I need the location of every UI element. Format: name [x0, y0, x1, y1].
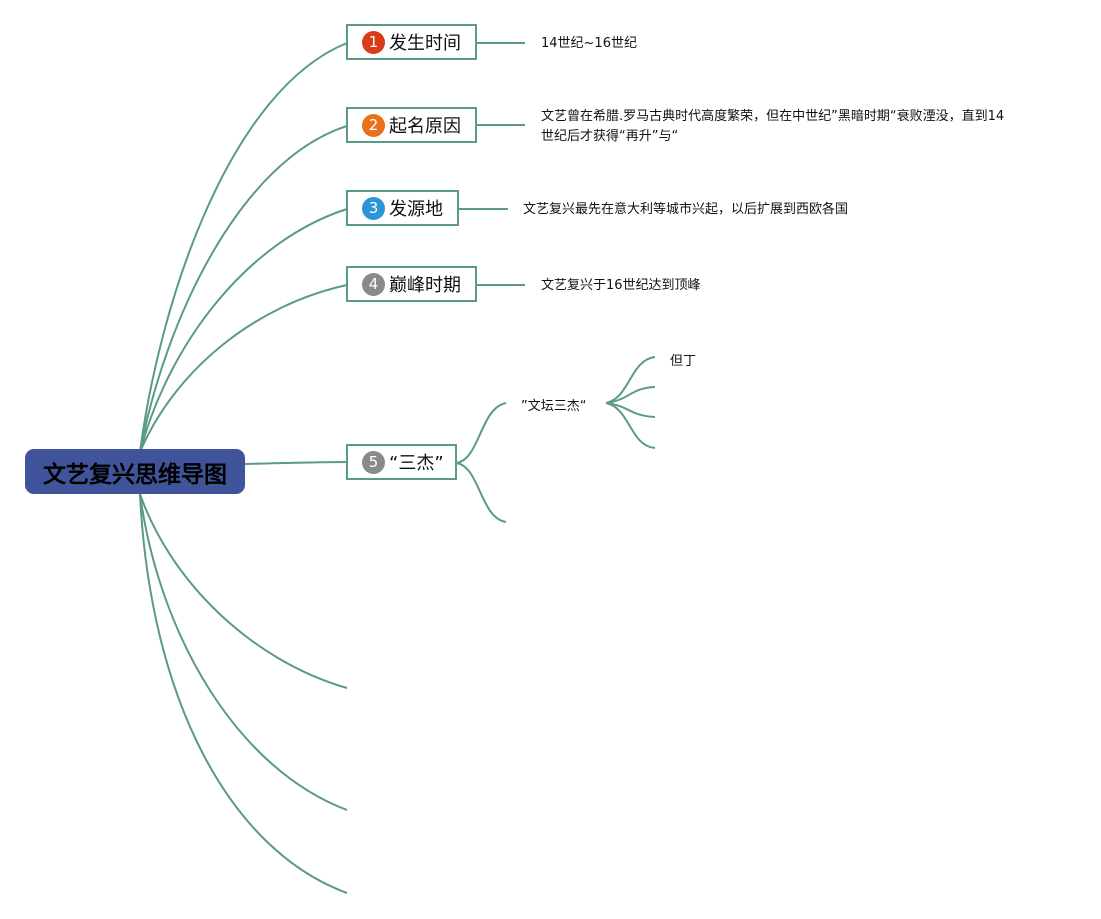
- detail-branch-1: 14世纪~16世纪: [541, 36, 637, 51]
- connector-leaf-4: [605, 402, 656, 449]
- connector-sub-1: [455, 402, 507, 464]
- leaf-item-1[interactable]: 但丁: [670, 354, 697, 369]
- branch-label-4: 巅峰时期: [389, 275, 461, 296]
- connector-branch-5: [244, 461, 348, 465]
- connector-branch-7: [139, 493, 348, 811]
- connector-branch-8: [139, 493, 348, 894]
- connector-sub-2: [455, 462, 507, 523]
- number-2-icon: 2: [362, 113, 385, 137]
- detail-branch-3: 文艺复兴最先在意大利等城市兴起，以后扩展到西欧各国: [523, 202, 849, 217]
- number-1-icon: 1: [362, 30, 385, 54]
- number-5-icon: 5: [362, 450, 385, 474]
- branch-topic-5[interactable]: 5 “三杰”: [346, 444, 457, 480]
- detail-branch-2-line-2: 世纪后才获得“再升”与“: [541, 129, 679, 144]
- number-4-icon: 4: [362, 272, 385, 296]
- connector-branch-1: [139, 42, 348, 453]
- connector-branch-2: [139, 125, 348, 453]
- number-3-icon: 3: [362, 196, 385, 220]
- detail-branch-2: 文艺曾在希腊.罗马古典时代高度繁荣，但在中世纪”黑暗时期“衰败湮没，直到14 世…: [541, 107, 1041, 147]
- connector-branch-4: [139, 284, 348, 453]
- branch-topic-1[interactable]: 1 发生时间: [346, 24, 477, 60]
- connector-leaf-1: [605, 356, 656, 404]
- branch-topic-4[interactable]: 4 巅峰时期: [346, 266, 477, 302]
- detail-branch-4: 文艺复兴于16世纪达到顶峰: [541, 278, 701, 293]
- central-topic-label: 文艺复兴思维导图: [43, 461, 227, 488]
- branch-label-1: 发生时间: [389, 33, 461, 54]
- branch-label-3: 发源地: [389, 199, 443, 220]
- sub-topic-label[interactable]: ”文坛三杰“: [521, 399, 587, 414]
- connector-leaf-2: [605, 386, 656, 404]
- branch-label-2: 起名原因: [389, 116, 461, 137]
- branch-label-5: “三杰”: [389, 453, 444, 474]
- connector-branch-3: [139, 208, 348, 453]
- connector-branch-6: [139, 493, 348, 689]
- central-topic[interactable]: 文艺复兴思维导图: [25, 449, 245, 494]
- branch-topic-2[interactable]: 2 起名原因: [346, 107, 477, 143]
- detail-branch-2-line-1: 文艺曾在希腊.罗马古典时代高度繁荣，但在中世纪”黑暗时期“衰败湮没，直到14: [541, 109, 1005, 124]
- branch-topic-3[interactable]: 3 发源地: [346, 190, 459, 226]
